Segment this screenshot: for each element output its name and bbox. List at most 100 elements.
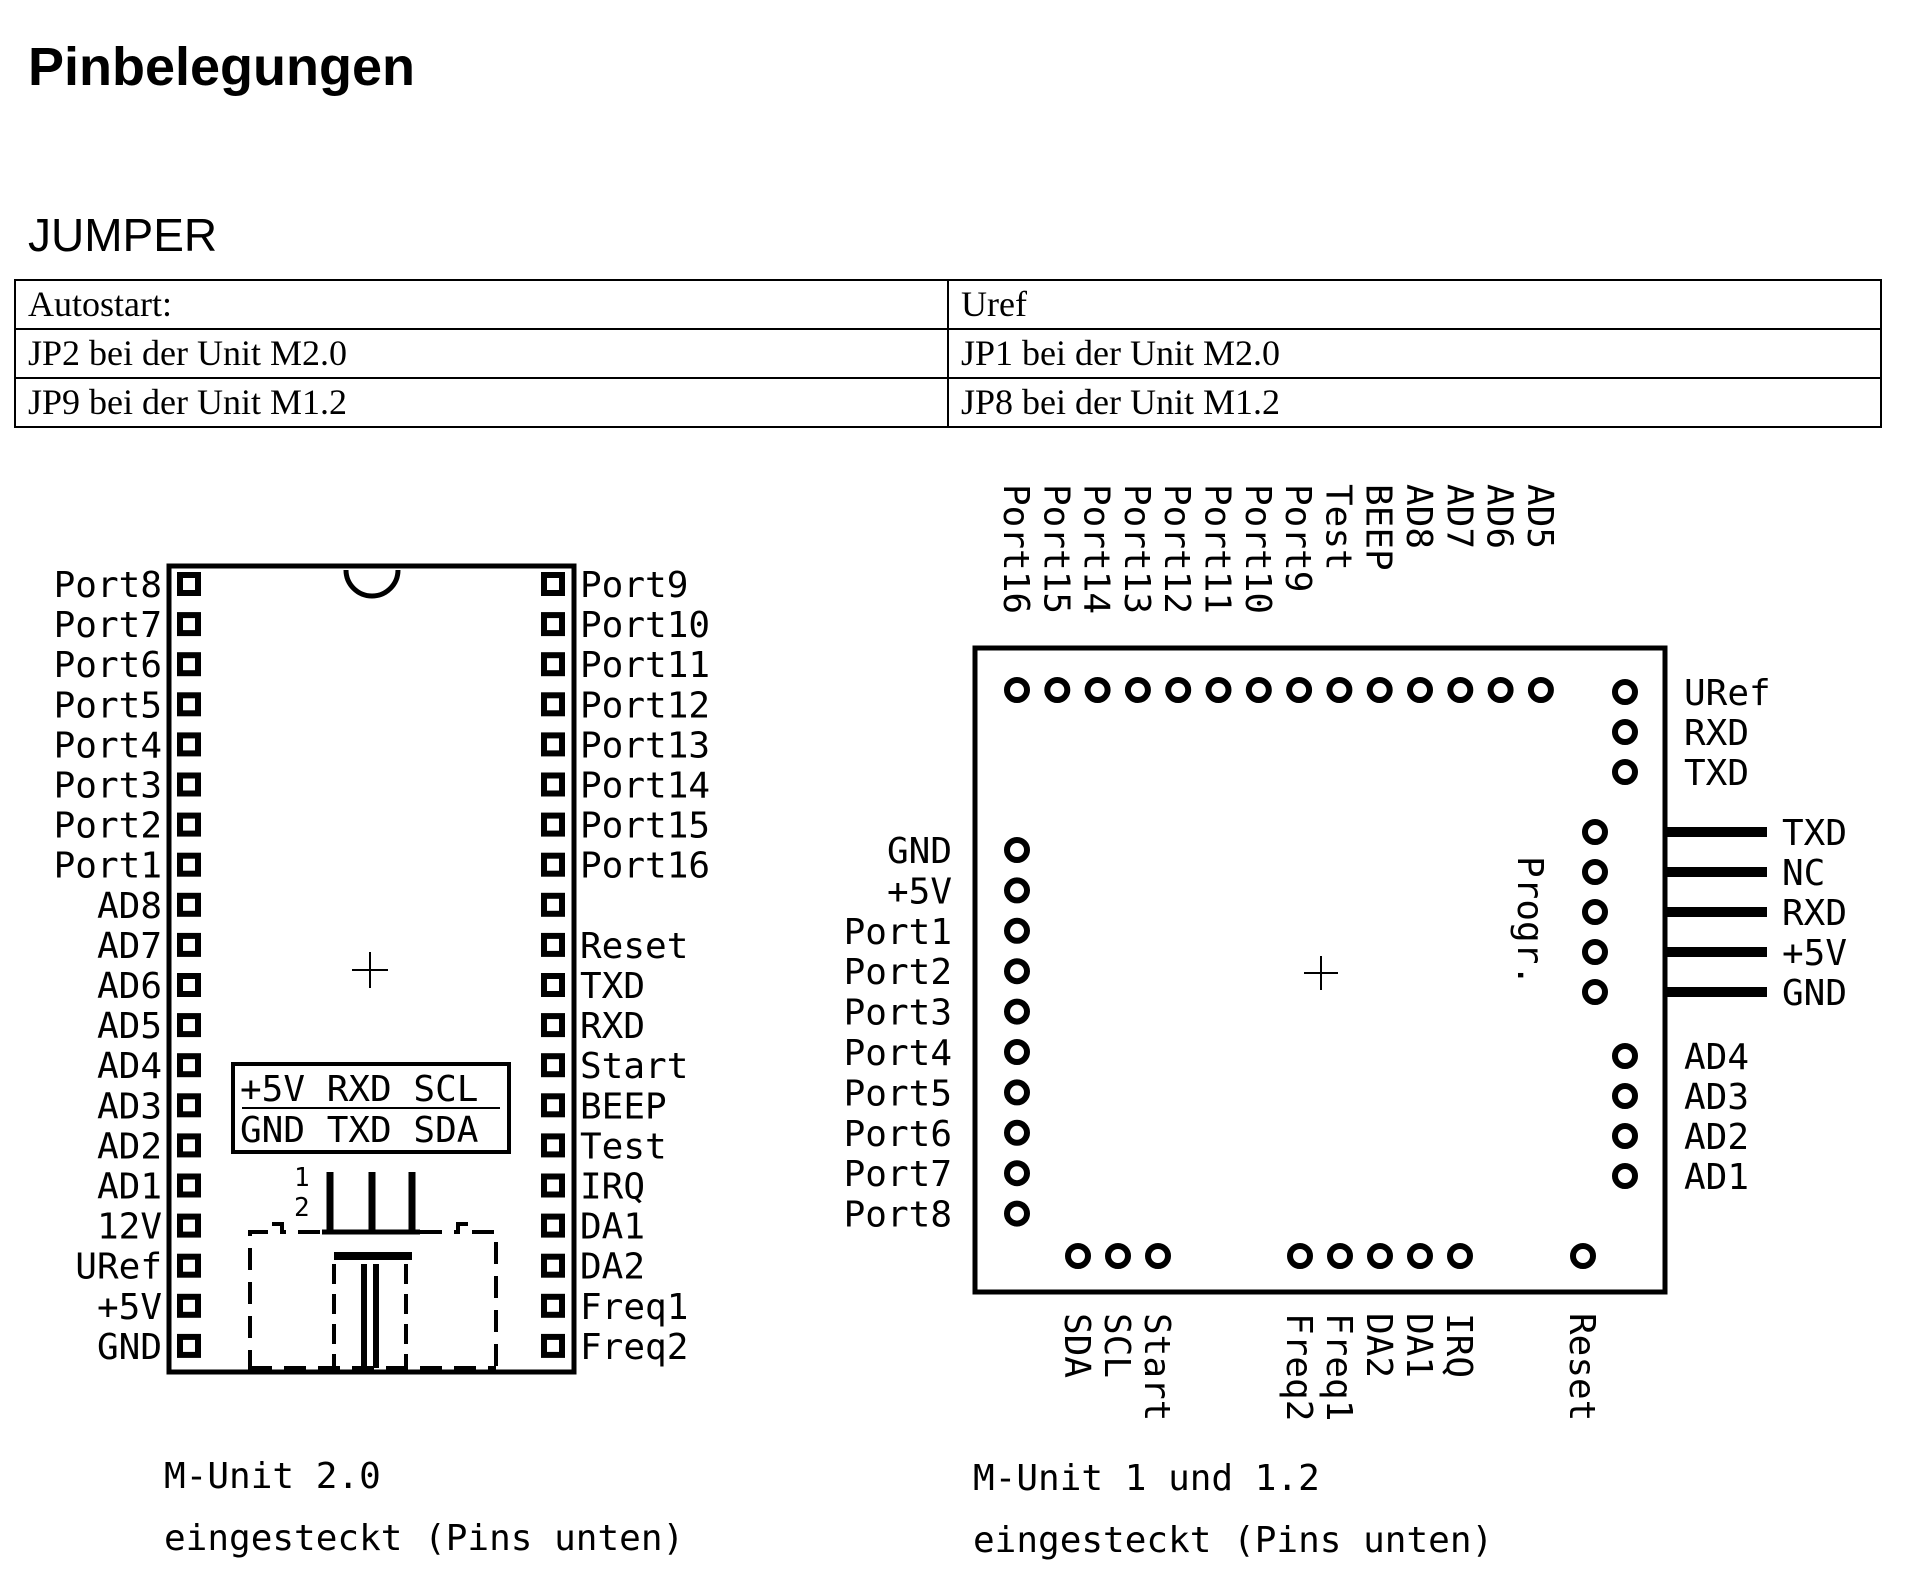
m20-caption-line2: eingesteckt (Pins unten) — [164, 1518, 685, 1559]
pin-pad — [1612, 1123, 1638, 1149]
pin-pad — [1145, 1243, 1171, 1269]
m-unit-2-board: +5V RXD SCL GND TXD SDA 1 2 Port8Port7Po… — [54, 563, 710, 1375]
pin-label: Port15 — [580, 806, 710, 847]
pin-label: RXD — [1782, 893, 1847, 934]
m20-left-pins: Port8Port7Port6Port5Port4Port3Port2Port1… — [54, 565, 201, 1368]
pin-hole — [183, 818, 195, 831]
pin-pad — [1004, 1200, 1030, 1227]
pin-label: Freq2 — [1278, 1313, 1319, 1421]
pin-pad — [1582, 859, 1608, 885]
pin-pad — [1287, 1243, 1313, 1269]
pin-label: NC — [1782, 853, 1825, 894]
pin-pad — [1407, 1243, 1433, 1269]
pin-label: Port13 — [580, 725, 710, 766]
pin-label: Reset — [1561, 1313, 1602, 1421]
header-pin — [1665, 867, 1767, 877]
pin-label: Port2 — [844, 952, 952, 993]
pin-label: Port9 — [1277, 484, 1318, 592]
pin-label: +5V — [887, 871, 952, 912]
pin-hole — [547, 1259, 559, 1272]
header-pin — [1665, 907, 1767, 917]
pin-hole — [547, 1099, 559, 1112]
m20-connector-row1: +5V RXD SCL — [240, 1069, 478, 1110]
pin-hole — [183, 1139, 195, 1152]
pin-hole — [183, 1299, 195, 1312]
pin-label: AD1 — [1684, 1157, 1749, 1198]
pin-label: GND — [1782, 973, 1847, 1014]
header-pin — [1665, 827, 1767, 837]
pin-hole — [547, 778, 559, 791]
pin-label: Port9 — [580, 565, 688, 606]
pin-label: +5V — [1782, 933, 1847, 974]
pin-pad — [1612, 679, 1638, 705]
pin-hole — [183, 1259, 195, 1272]
pin-pad — [1407, 677, 1433, 703]
pin-label: Port8 — [844, 1195, 952, 1236]
m12-caption-line2: eingesteckt (Pins unten) — [973, 1520, 1494, 1561]
pin-pad — [1105, 1243, 1131, 1269]
pin-hole — [547, 938, 559, 951]
pin-label: Test — [1317, 484, 1358, 571]
pin-pad — [1612, 1163, 1638, 1189]
pin-hole — [547, 1139, 559, 1152]
pin-hole — [183, 1339, 195, 1352]
pin-pad — [1004, 1039, 1030, 1065]
pin-pad — [1205, 677, 1232, 703]
pin-hole — [183, 1099, 195, 1112]
pin-pad — [1582, 819, 1608, 845]
pin-hole — [547, 1339, 559, 1352]
pin-pad — [1004, 837, 1030, 863]
pin-label: AD8 — [1398, 484, 1439, 549]
pin-label: SCL — [1096, 1313, 1137, 1378]
pin-pad — [1165, 677, 1192, 703]
header-pin — [1665, 947, 1767, 957]
m20-jumper-block — [248, 1172, 498, 1372]
pin-label: Start — [580, 1046, 688, 1087]
m20-connector-row2: GND TXD SDA — [240, 1110, 479, 1151]
pin-label: TXD — [1684, 753, 1749, 794]
pin-label: AD6 — [1479, 484, 1520, 549]
table-row: JP9 bei der Unit M1.2 JP8 bei der Unit M… — [14, 377, 1882, 428]
pin-hole — [183, 858, 195, 871]
pin-hole — [183, 658, 195, 671]
pin-label: Start — [1136, 1313, 1177, 1421]
pin-label: Port7 — [844, 1154, 952, 1195]
table-cell: JP9 bei der Unit M1.2 — [14, 377, 949, 428]
pin-label: SDA — [1056, 1313, 1097, 1378]
pin-hole — [183, 698, 195, 711]
pin-hole — [183, 1019, 195, 1032]
pin-hole — [547, 1179, 559, 1192]
pin-hole — [183, 1219, 195, 1232]
table-cell: JP8 bei der Unit M1.2 — [947, 377, 1882, 428]
jumper-heading: JUMPER — [28, 209, 218, 261]
m20-jumper-num1: 1 — [294, 1163, 310, 1193]
pin-pad — [1612, 719, 1638, 745]
pin-label: AD7 — [97, 926, 162, 967]
pin-hole — [547, 658, 559, 671]
pin-pad — [1004, 1079, 1030, 1106]
m20-outline — [166, 563, 577, 1375]
m20-notch — [343, 569, 401, 599]
pin-label: Freq2 — [580, 1327, 688, 1368]
m12-left-pins: GND+5VPort1Port2Port3Port4Port5Port6Port… — [844, 831, 1030, 1236]
pin-hole — [183, 738, 195, 751]
pin-label: Port4 — [844, 1033, 952, 1074]
m12-prog-label: Progr. — [1509, 856, 1550, 986]
pin-pad — [1084, 677, 1111, 703]
header-pin — [1665, 987, 1767, 997]
pin-hole — [547, 979, 559, 991]
pin-label: DA2 — [1358, 1313, 1399, 1378]
pin-label: Port16 — [995, 484, 1036, 614]
pin-pad — [1487, 677, 1514, 703]
pin-label: Port16 — [580, 846, 710, 887]
pin-label: TXD — [1782, 813, 1847, 854]
pin-pad — [1582, 899, 1608, 925]
pin-label: IRQ — [1438, 1313, 1479, 1378]
pin-label: Port13 — [1116, 484, 1157, 614]
pin-label: Port4 — [54, 725, 162, 766]
pin-label: Port12 — [1156, 484, 1197, 614]
pin-label: Port3 — [844, 993, 952, 1034]
